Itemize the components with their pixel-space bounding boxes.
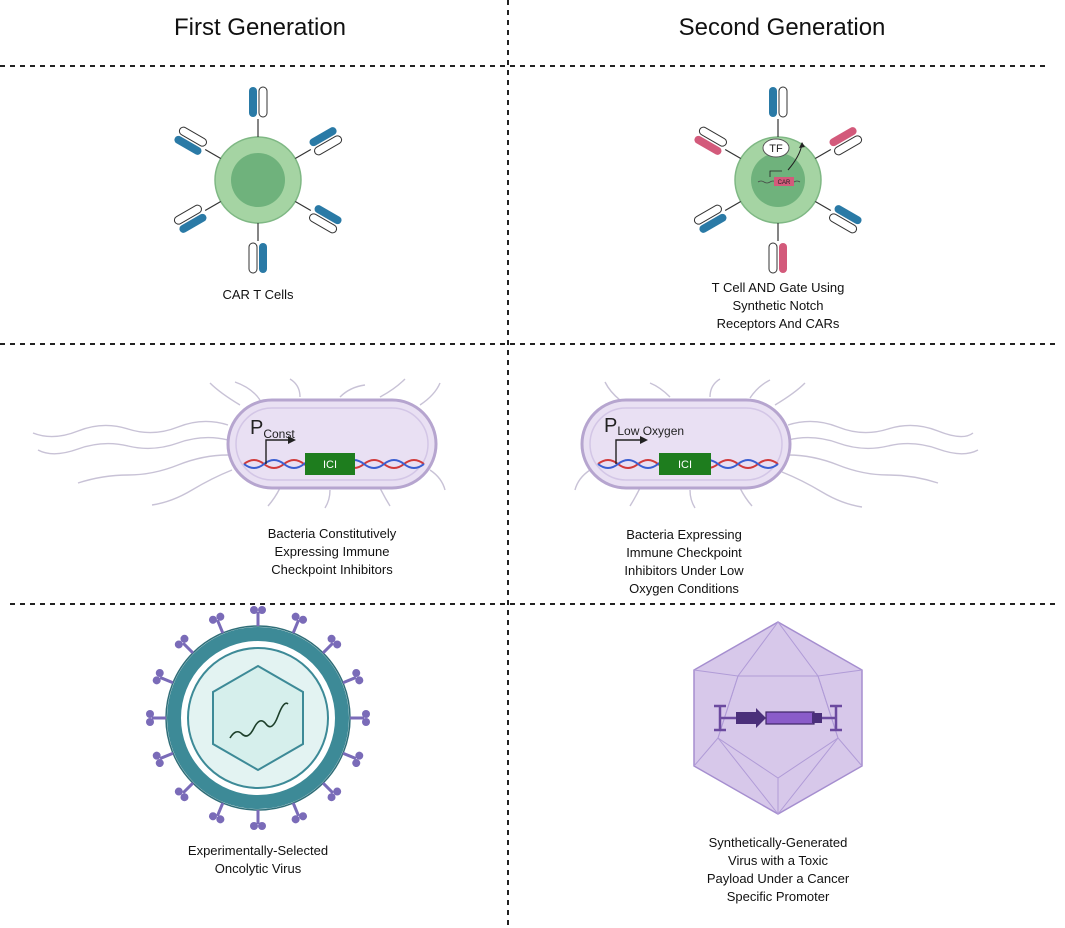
caption-bacteria-constitutive: Bacteria Constitutively Expressing Immun… <box>267 526 397 577</box>
caption-and-gate: T Cell AND Gate Using Synthetic Notch Re… <box>711 280 845 331</box>
caption-bacteria-low-oxygen: Bacteria Expressing Immune Checkpoint In… <box>624 527 744 596</box>
bacterium-low-oxygen-icon: ICI PLow Oxygen <box>574 378 979 509</box>
header-second-generation: Second Generation <box>678 14 886 41</box>
car-t-cell-icon <box>172 86 344 274</box>
promoter-label-right: PLow Oxygen <box>604 415 684 438</box>
gene-label-ici-right: ICI <box>678 459 692 471</box>
caption-oncolytic-virus: Experimentally-Selected Oncolytic Virus <box>187 843 329 876</box>
caption-car-t-cells: CAR T Cells <box>222 287 294 302</box>
car-gene-label: CAR <box>778 180 791 186</box>
and-gate-t-cell-icon: TF CAR <box>692 86 864 274</box>
synthetic-virus-icon <box>693 621 863 815</box>
gene-label-ici-left: ICI <box>323 459 337 471</box>
tf-label: TF <box>769 143 783 155</box>
promoter-label-left: PConst <box>250 417 295 441</box>
bacterium-constitutive-icon: ICI PConst <box>32 378 446 509</box>
caption-synthetic-virus: Synthetically-Generated Virus with a Tox… <box>706 835 850 904</box>
oncolytic-virus-icon <box>144 604 372 832</box>
header-first-generation: First Generation <box>173 14 347 41</box>
